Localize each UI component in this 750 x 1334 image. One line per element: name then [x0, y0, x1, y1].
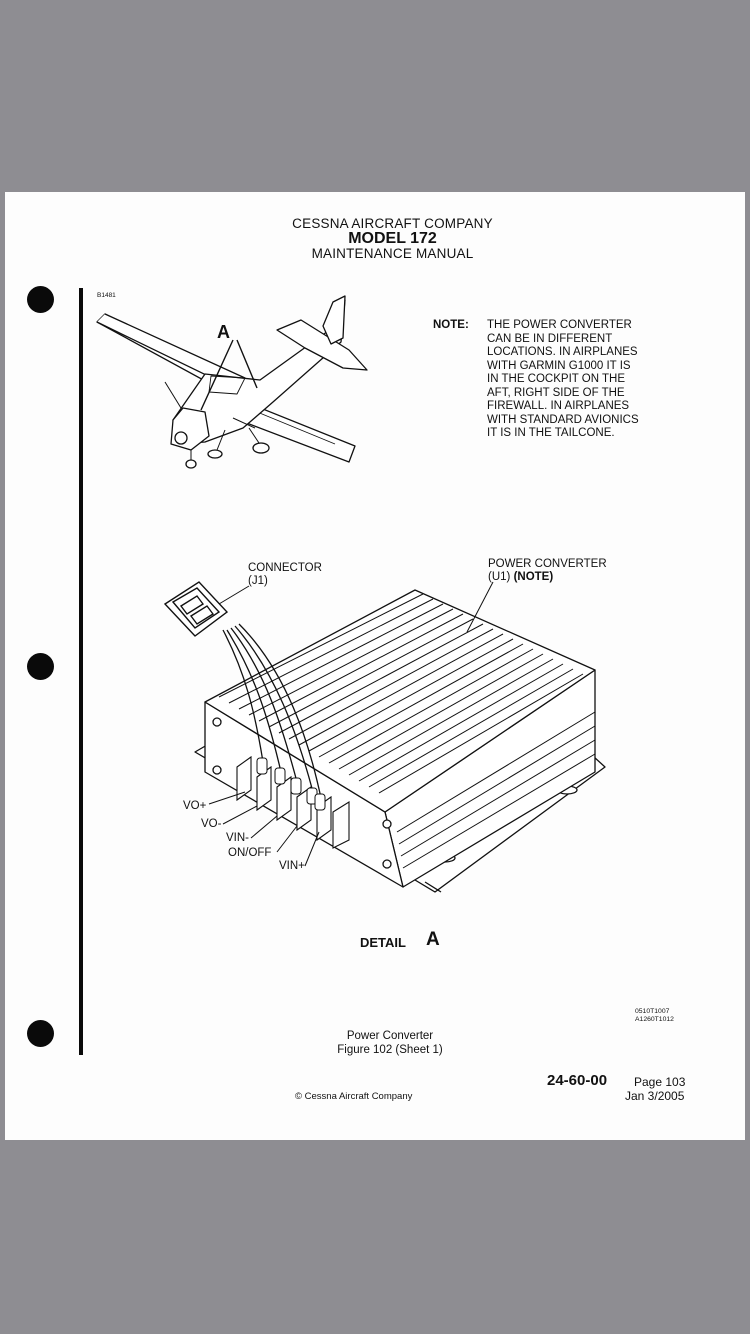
- pin-label-vo-plus: VO+: [183, 800, 207, 812]
- header-manual: MAINTENANCE MANUAL: [311, 246, 474, 261]
- note-line: AFT, RIGHT SIDE OF THE: [487, 386, 625, 399]
- note-line: IT IS IN THE TAILCONE.: [487, 427, 615, 439]
- pin-label-vin-plus: VIN+: [279, 860, 305, 872]
- converter-label-id: (U1): [488, 571, 514, 583]
- note-label: NOTE:: [433, 319, 469, 331]
- binder-hole-bottom: [27, 1020, 54, 1047]
- connector-label: CONNECTOR (J1): [248, 562, 322, 588]
- note-line: LOCATIONS. IN AIRPLANES: [487, 346, 638, 358]
- header-model: MODEL 172: [348, 230, 437, 247]
- connector-label-line1: CONNECTOR: [248, 562, 322, 574]
- figure-title: Power Converter: [346, 1030, 434, 1042]
- converter-label-note: (NOTE): [513, 571, 554, 583]
- binder-hole-top: [27, 286, 54, 313]
- note-text: THE POWER CONVERTER CAN BE IN DIFFERENT …: [487, 319, 677, 441]
- converter-label: POWER CONVERTER (U1) (NOTE): [488, 558, 607, 584]
- detail-label: DETAIL: [360, 935, 406, 950]
- pin-label-vo-minus: VO-: [201, 818, 222, 830]
- binder-hole-middle: [27, 653, 54, 680]
- drawing-code-2: A1260T1012: [635, 1016, 674, 1023]
- power-converter-illustration: [163, 581, 606, 893]
- note-line: FIREWALL. IN AIRPLANES: [487, 400, 630, 412]
- pin-label-vin-minus: VIN-: [226, 832, 249, 844]
- manual-page: CESSNA AIRCRAFT COMPANY MODEL 172 MAINTE…: [5, 192, 745, 1140]
- pin-label-on-off: ON/OFF: [228, 847, 272, 859]
- connector-label-line2: (J1): [248, 575, 268, 587]
- page-date: Jan 3/2005: [625, 1089, 685, 1103]
- note-line: WITH STANDARD AVIONICS: [487, 413, 639, 426]
- note-line: IN THE COCKPIT ON THE: [487, 373, 626, 385]
- airplane-callout-label: A: [217, 322, 230, 342]
- page-number: Page 103: [634, 1075, 686, 1089]
- figure-number: Figure 102 (Sheet 1): [337, 1044, 443, 1056]
- note-line: THE POWER CONVERTER: [487, 319, 632, 331]
- converter-label-line1: POWER CONVERTER: [488, 558, 607, 570]
- note-line: WITH GARMIN G1000 IT IS: [487, 359, 631, 372]
- detail-letter: A: [426, 929, 440, 950]
- converter-label-line2: (U1) (NOTE): [488, 571, 607, 584]
- header-company: CESSNA AIRCRAFT COMPANY: [292, 216, 493, 231]
- drawing-code-1: 0510T1007: [635, 1008, 670, 1015]
- change-bar: [79, 288, 83, 1055]
- airplane-illustration: [96, 295, 368, 469]
- note-line: CAN BE IN DIFFERENT: [487, 332, 613, 345]
- copyright: © Cessna Aircraft Company: [295, 1091, 413, 1102]
- section-number: 24-60-00: [547, 1072, 608, 1089]
- figure-id: B1481: [97, 292, 116, 299]
